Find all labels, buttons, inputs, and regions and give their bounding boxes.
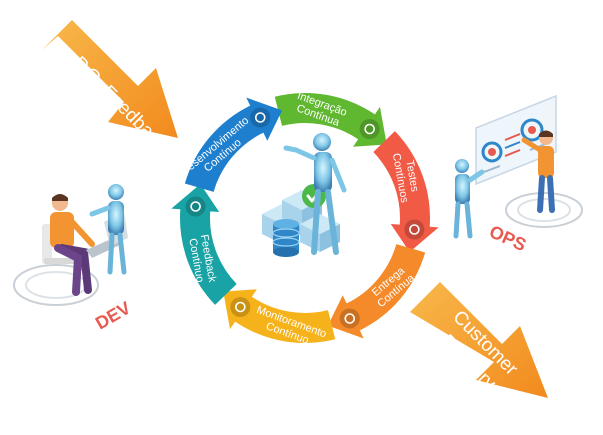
ops-scene: OPS: [453, 94, 583, 255]
delivery-icon-glyph: [344, 313, 356, 324]
feedback-icon-glyph: [190, 201, 201, 212]
code-icon: [250, 107, 271, 128]
ops-tag: OPS: [486, 221, 529, 255]
monitor-icon-glyph: [235, 301, 246, 313]
dashboard-board: [475, 94, 557, 186]
cycle-stage-3: EntregaContínua: [327, 244, 426, 339]
test-icon-glyph: [409, 224, 420, 235]
gear-icon: [359, 119, 380, 140]
test-icon: [404, 219, 425, 240]
customer-delivery-arrow: Customer Delivery: [410, 282, 548, 398]
center-illustration: [262, 133, 347, 257]
cycle-stage-arc: [373, 131, 439, 252]
code-icon-glyph: [254, 112, 266, 123]
monitor-icon: [230, 296, 251, 317]
dev-tag: DEV: [92, 298, 134, 334]
feedback-icon: [185, 196, 206, 217]
robot-figure-center: [283, 133, 347, 255]
devops-cycle-ring: IntegraçãoContínuaTestesContínuosEntrega…: [171, 90, 439, 347]
cycle-stage-arc: [223, 289, 336, 344]
cycle-stage-arc: [274, 93, 387, 147]
cycle-stage-label: FeedbackContínuo: [186, 234, 218, 286]
po-feedback-arrow: P.O. Feedback: [42, 20, 178, 156]
gear-icon-glyph: [364, 123, 375, 135]
cycle-stage-6: DesenvolvimentoContínuo: [179, 97, 283, 192]
cycle-stage-1: IntegraçãoContínua: [274, 90, 387, 147]
dev-scene: DEV: [13, 184, 134, 334]
cycle-stage-4: MonitoramentoContínuo: [223, 289, 336, 347]
delivery-icon: [339, 308, 360, 329]
cycle-stage-2: TestesContínuos: [373, 131, 439, 252]
cycle-stage-5: FeedbackContínuo: [171, 184, 237, 305]
cycle-stage-label-line: Testes: [403, 159, 420, 193]
cycle-stage-arc: [171, 184, 237, 305]
database-icon: [272, 219, 300, 257]
